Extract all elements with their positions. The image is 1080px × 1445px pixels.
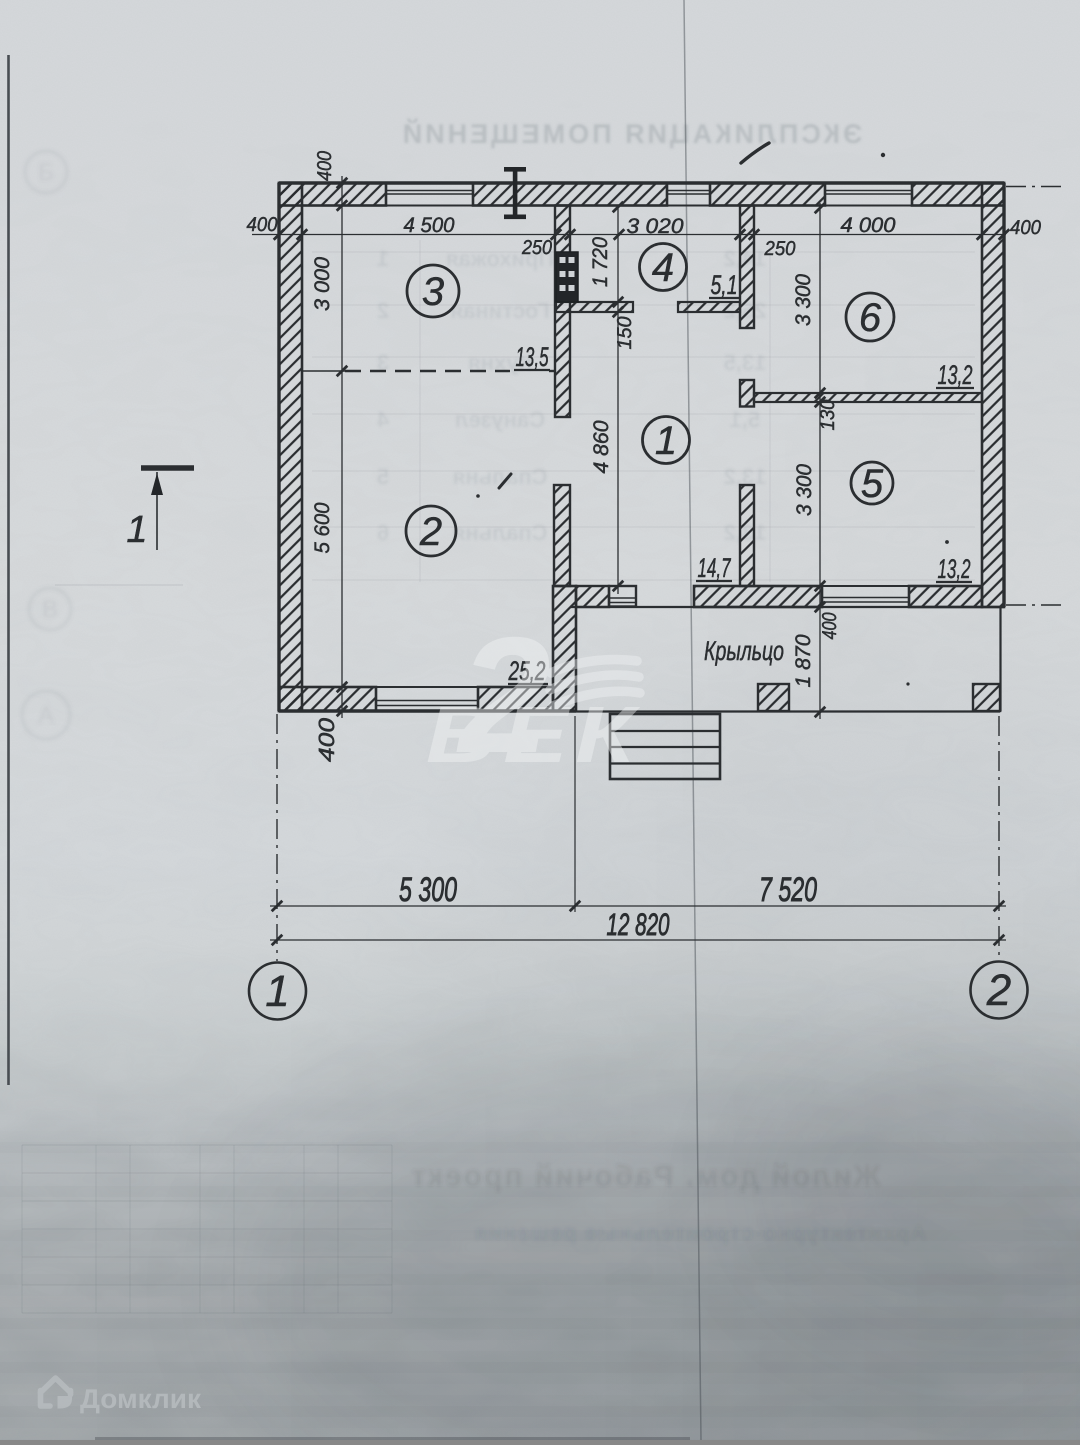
svg-text:2: 2 bbox=[986, 966, 1011, 1015]
svg-text:13,2: 13,2 bbox=[938, 554, 971, 584]
svg-text:400: 400 bbox=[1010, 217, 1041, 239]
svg-text:400: 400 bbox=[819, 613, 841, 640]
svg-text:130: 130 bbox=[817, 400, 839, 431]
svg-text:1 870: 1 870 bbox=[792, 634, 815, 687]
svg-text:3 020: 3 020 bbox=[627, 215, 684, 238]
svg-text:12 820: 12 820 bbox=[607, 907, 670, 942]
svg-text:1: 1 bbox=[265, 967, 289, 1016]
svg-text:6: 6 bbox=[859, 296, 882, 340]
svg-text:400: 400 bbox=[247, 214, 278, 236]
svg-text:4 000: 4 000 bbox=[841, 214, 896, 237]
svg-text:Крыльцо: Крыльцо bbox=[704, 636, 784, 666]
svg-text:2: 2 bbox=[419, 510, 442, 554]
svg-text:ВЕК: ВЕК bbox=[426, 690, 642, 779]
svg-text:14,7: 14,7 bbox=[698, 553, 732, 583]
svg-text:3 000: 3 000 bbox=[311, 257, 334, 311]
svg-text:1: 1 bbox=[655, 419, 677, 463]
svg-text:400: 400 bbox=[314, 151, 336, 181]
svg-text:400: 400 bbox=[314, 717, 339, 762]
svg-text:3: 3 bbox=[422, 270, 444, 314]
svg-text:25,2: 25,2 bbox=[508, 656, 546, 686]
svg-text:4: 4 bbox=[652, 246, 674, 290]
svg-text:3 300: 3 300 bbox=[793, 464, 816, 516]
svg-text:250: 250 bbox=[764, 238, 796, 260]
svg-text:7 520: 7 520 bbox=[759, 871, 817, 909]
svg-text:2: 2 bbox=[456, 603, 551, 787]
svg-text:250: 250 bbox=[521, 237, 552, 259]
svg-text:5 600: 5 600 bbox=[311, 502, 334, 553]
svg-text:1 720: 1 720 bbox=[589, 237, 612, 287]
svg-text:5 300: 5 300 bbox=[399, 871, 457, 909]
svg-text:1: 1 bbox=[126, 509, 147, 551]
svg-text:4 500: 4 500 bbox=[404, 214, 455, 237]
svg-text:3 300: 3 300 bbox=[792, 274, 815, 326]
svg-text:5: 5 bbox=[861, 462, 884, 506]
svg-text:150: 150 bbox=[614, 317, 636, 350]
svg-text:13,5: 13,5 bbox=[516, 342, 550, 372]
svg-text:4 860: 4 860 bbox=[590, 420, 613, 473]
svg-text:13,2: 13,2 bbox=[938, 360, 973, 390]
svg-text:5,1: 5,1 bbox=[711, 270, 738, 300]
svg-text:Домклик: Домклик bbox=[80, 1384, 202, 1414]
